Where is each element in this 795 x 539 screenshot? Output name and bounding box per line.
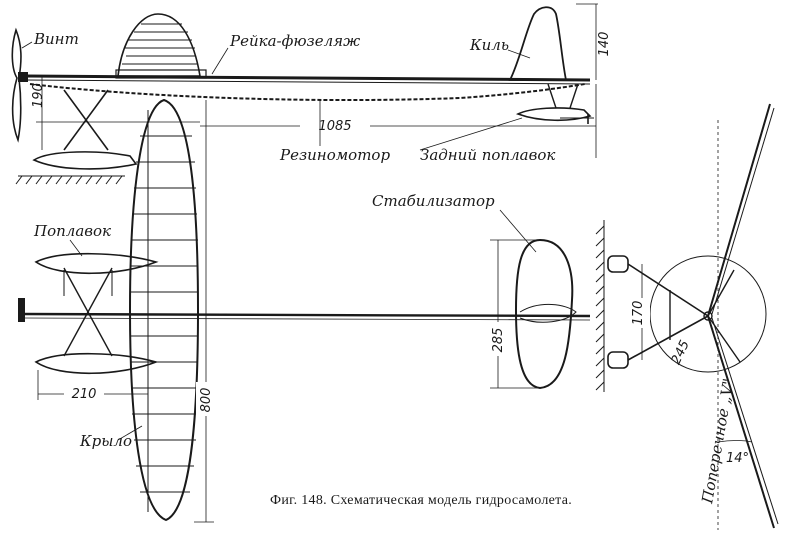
label-fuselage-stick: Рейка-фюзеляж	[229, 32, 360, 50]
propeller-side	[11, 27, 28, 143]
label-rear-float: Задний поплавок	[420, 146, 555, 164]
dimension-total-length: 1085	[200, 84, 597, 158]
label-propeller: Винт	[33, 30, 79, 48]
dim-1085: 1085	[318, 119, 351, 134]
label-fin: Киль	[469, 36, 509, 54]
label-stabilizer: Стабилизатор	[372, 192, 495, 210]
dim-245: 245	[669, 338, 693, 367]
label-rubber-motor: Резиномотор	[279, 146, 390, 164]
wing-profile-side	[115, 13, 207, 79]
fuselage-stick-side	[25, 74, 591, 85]
fuselage-stick-plan	[21, 312, 591, 318]
figure-caption: Фиг. 148. Схематическая модель гидросамо…	[270, 493, 572, 508]
stabilizer-plan	[514, 238, 577, 390]
dim-170: 170	[631, 301, 646, 326]
label-float: Поплавок	[33, 222, 111, 240]
front-view: 14° 170 245 Поперечное „V"	[595, 103, 779, 530]
dimension-stabilizer-span: 285	[488, 239, 540, 389]
dim-140: 140	[597, 32, 612, 57]
front-float-side	[32, 89, 200, 170]
label-dihedral: Поперечное „V"	[698, 377, 738, 506]
dim-285: 285	[491, 328, 506, 353]
wing-plan	[128, 98, 200, 522]
dimension-wing-span: 800	[194, 100, 216, 523]
dimension-float-diagonal: 245	[669, 338, 693, 367]
water-hatching-side	[15, 175, 125, 185]
rear-float-side	[515, 83, 594, 124]
wing-front	[707, 103, 779, 529]
label-wing: Крыло	[79, 432, 132, 450]
dihedral-angle: 14°	[717, 120, 753, 530]
dim-14deg: 14°	[726, 451, 749, 466]
floats-front	[607, 255, 709, 369]
dimension-float-spacing: 210	[37, 370, 149, 402]
propeller-plan	[18, 298, 25, 322]
dim-210: 210	[72, 387, 97, 402]
dim-190: 190	[31, 83, 46, 108]
dim-800: 800	[199, 388, 214, 413]
dimension-float-track: 170	[630, 264, 650, 360]
water-hatching-front	[595, 220, 605, 392]
plan-view: 285 800 210 Стабилизатор Поплавок Крыло	[18, 98, 591, 523]
rubber-motor-side	[29, 83, 586, 102]
side-view: 190 140 1085 Винт Рейка-фюзеляж Киль Рез…	[11, 3, 612, 185]
fin-side	[508, 6, 568, 81]
floats-plan	[34, 252, 159, 375]
dimension-float-height: 190	[31, 76, 46, 150]
dimension-fin-height: 140	[576, 3, 612, 80]
